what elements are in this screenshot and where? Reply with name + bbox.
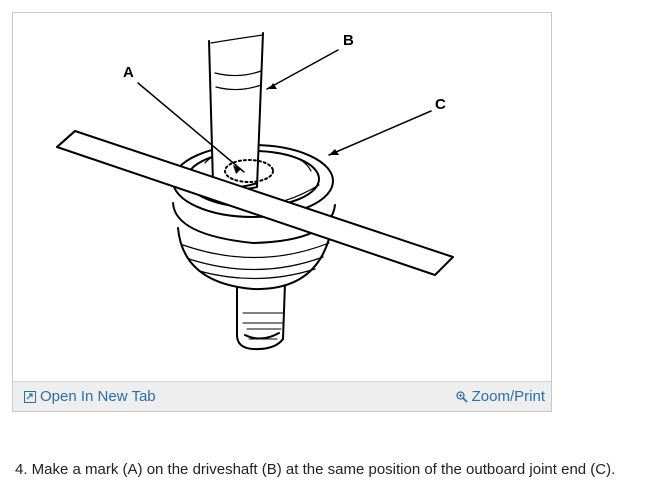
magnifier-icon <box>455 390 468 403</box>
zoom-print-label: Zoom/Print <box>471 388 545 405</box>
stub-shaft <box>236 282 286 351</box>
open-in-new-tab-link[interactable]: Open In New Tab <box>24 388 156 405</box>
figure-toolbar: Open In New Tab Zoom/Print <box>13 381 551 411</box>
mark-a-dotted-circle <box>224 159 274 183</box>
open-in-new-tab-label: Open In New Tab <box>40 388 156 405</box>
external-link-icon <box>24 390 36 403</box>
callout-b: B <box>343 32 354 49</box>
instruction-step: 4. Make a mark (A) on the driveshaft (B)… <box>15 461 616 478</box>
driveshaft-illustration: A B C <box>56 32 454 351</box>
zoom-print-link[interactable]: Zoom/Print <box>455 388 545 405</box>
leader-c <box>328 110 432 156</box>
leader-b <box>266 49 339 90</box>
leader-a <box>137 82 245 173</box>
callout-a: A <box>123 64 134 81</box>
figure-frame: A B C Open In New Tab Zoom/Print <box>12 12 552 412</box>
callout-c: C <box>435 96 446 113</box>
